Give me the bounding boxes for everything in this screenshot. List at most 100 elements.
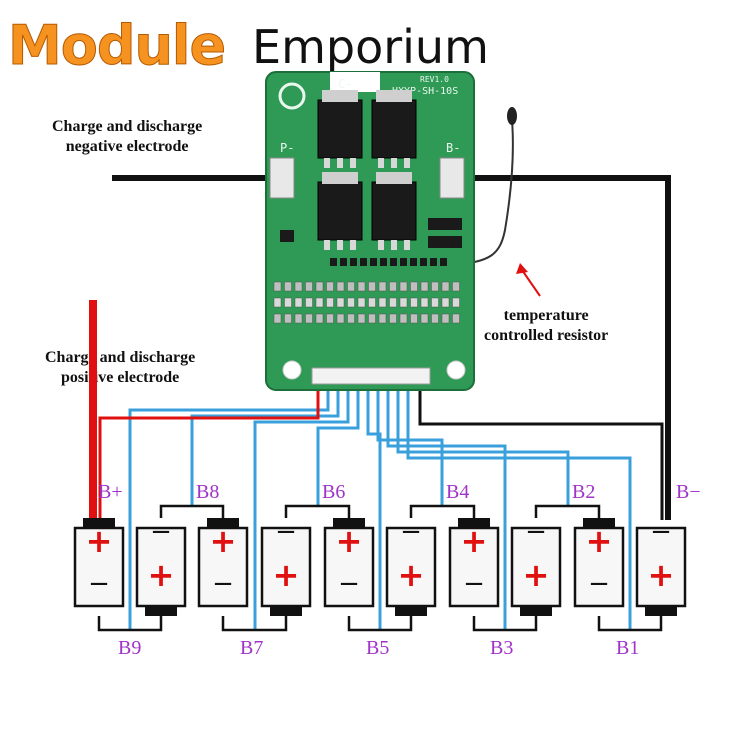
smd-chip: [410, 258, 417, 266]
terminal-label-bottom: B3: [490, 637, 513, 659]
cell-minus-icon: −: [588, 569, 610, 599]
cell-terminal: [83, 518, 115, 528]
smd-part: [315, 281, 324, 292]
mosfet-pin: [324, 158, 330, 168]
smd-part: [347, 297, 355, 308]
pad-c-label: C-: [338, 77, 352, 91]
logo-icon: [278, 82, 306, 110]
cell-minus-icon: −: [338, 569, 360, 599]
mosfet-pin: [404, 158, 410, 168]
smd-part: [284, 281, 292, 292]
terminal-label-top: B8: [196, 481, 219, 503]
smd-chip: [380, 258, 387, 266]
battery-cell: [323, 526, 375, 608]
cell-terminal: [645, 606, 677, 616]
mosfet-pin: [324, 240, 330, 250]
cell-minus-icon: −: [400, 517, 422, 547]
mosfet-3: [317, 181, 363, 241]
wire-b-minus: [452, 175, 671, 520]
smd-part: [399, 297, 408, 308]
cell-terminal: [270, 606, 302, 616]
cell-terminal: [458, 518, 490, 528]
cell-link-bottom: [472, 616, 538, 632]
smd-chip: [430, 258, 437, 266]
mosfet-1: [317, 99, 363, 159]
cell-link-bottom: [347, 616, 413, 632]
terminal-label-bottom: B7: [240, 637, 263, 659]
wires: [89, 107, 671, 630]
temperature-resistor-label: temperature controlled resistor: [484, 306, 608, 346]
smd-chip: [340, 258, 347, 266]
mosfet-pin: [391, 240, 397, 250]
battery-cell: [448, 526, 500, 608]
battery-cell: [635, 526, 687, 608]
mosfet-pin: [378, 240, 384, 250]
mosfet-pin: [404, 240, 410, 250]
smd-part: [452, 313, 460, 324]
smd-part: [389, 297, 397, 308]
cell-plus-icon: +: [461, 522, 488, 560]
cell-minus-icon: −: [150, 517, 172, 547]
terminal-label-top: B2: [572, 481, 595, 503]
cell-minus-icon: −: [463, 569, 485, 599]
smd-part: [389, 313, 397, 324]
smd-part: [305, 313, 313, 324]
mosfet-tab-3: [322, 172, 358, 184]
smd-chip: [350, 258, 357, 266]
cell-terminal: [207, 518, 239, 528]
battery-cells: +−+−+−+−+−+−+−+−+−+−: [73, 504, 687, 632]
cell-terminal: [583, 518, 615, 528]
smd-components: [273, 218, 462, 324]
smd-part: [378, 313, 387, 324]
pad-b-minus: [439, 157, 465, 199]
smd-part: [273, 281, 282, 292]
smd-part: [441, 281, 450, 292]
cell-plus-icon: +: [648, 556, 675, 594]
balance-wire: [386, 384, 507, 630]
smd-chip: [390, 258, 397, 266]
cell-plus-icon: +: [273, 556, 300, 594]
resistor-r001-a: [428, 218, 462, 230]
smd-part: [315, 297, 324, 308]
terminal-label-bottom: B9: [118, 637, 141, 659]
arrow-line: [521, 269, 541, 297]
terminal-label-bottom: B5: [366, 637, 389, 659]
smd-part: [357, 281, 366, 292]
smd-part: [399, 313, 408, 324]
terminal-label-top: B−: [676, 481, 701, 503]
smd-chip: [400, 258, 407, 266]
pcb: [265, 71, 475, 391]
smd-part: [305, 297, 313, 308]
smd-part: [378, 297, 387, 308]
smd-part: [336, 281, 345, 292]
smd-part: [431, 297, 439, 308]
cell-terminal: [520, 606, 552, 616]
smd-part: [305, 281, 313, 292]
cell-terminal: [333, 518, 365, 528]
resistor-r001-b: [428, 236, 462, 248]
smd-chip: [370, 258, 377, 266]
balance-wire: [316, 384, 360, 506]
pcb-top-notch: [330, 72, 380, 92]
smd-part: [441, 297, 450, 308]
battery-cell: [385, 526, 437, 608]
battery-cell: [573, 526, 625, 608]
terminal-label-top: B4: [446, 481, 469, 503]
negative-electrode-line2: negative electrode: [65, 138, 189, 155]
cell-minus-icon: −: [88, 569, 110, 599]
smd-chip: [330, 258, 337, 266]
smd-part: [410, 297, 418, 308]
balance-wire: [253, 384, 350, 630]
pad-b-label: B-: [446, 141, 460, 155]
smd-part: [357, 313, 366, 324]
thermistor-wire: [451, 119, 514, 266]
balance-connector: [311, 367, 431, 385]
battery-cell: [260, 526, 312, 608]
mount-hole-right: [446, 360, 466, 380]
cell-link-bottom: [97, 616, 163, 632]
smd-part: [347, 281, 355, 292]
smd-part: [368, 313, 376, 324]
cell-plus-icon: +: [148, 556, 175, 594]
negative-electrode-label: Charge and discharge negative electrode: [52, 117, 202, 157]
balance-wire: [128, 384, 330, 630]
